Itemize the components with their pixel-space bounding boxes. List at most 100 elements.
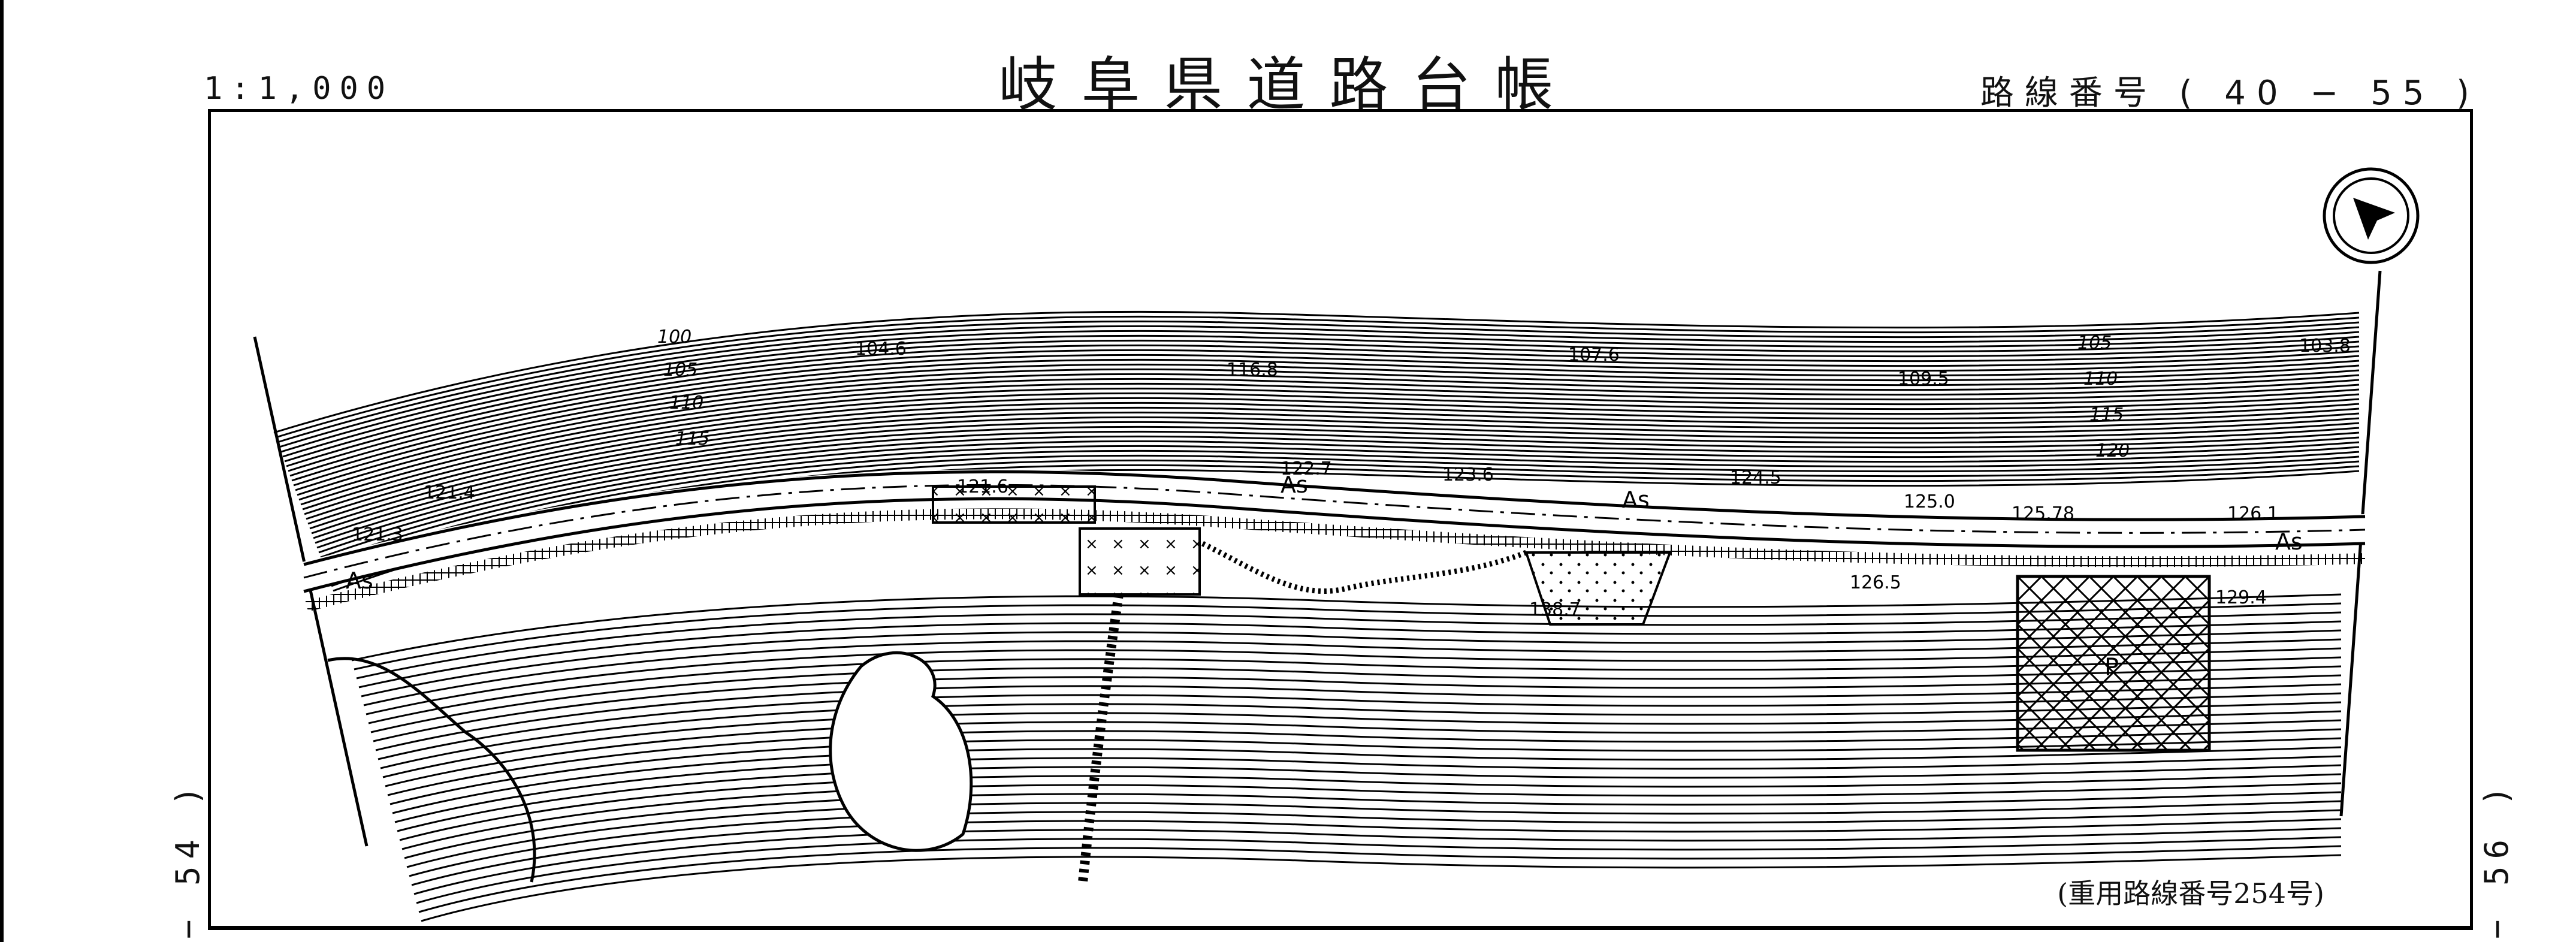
- contour-line: [411, 818, 2342, 886]
- contour-line: [354, 602, 2342, 671]
- contour-line: [382, 710, 2342, 778]
- elevation-label: 124.5: [1730, 467, 1781, 488]
- contour-line: [416, 836, 2342, 904]
- contour-label: 120: [2095, 440, 2130, 461]
- contour-line: [298, 378, 2360, 501]
- elevation-label: 121.3: [352, 524, 403, 545]
- dotted-area: [1524, 551, 1672, 626]
- contour-line: [361, 629, 2342, 698]
- parking-label: P: [2104, 654, 2119, 681]
- map-edge-left: [253, 336, 369, 847]
- elevation-label: 129.4: [2215, 587, 2267, 608]
- contour-line: [284, 339, 2360, 463]
- map-scale: 1:1,000: [204, 71, 394, 107]
- contour-line: [418, 845, 2342, 913]
- elevation-label: 103.8: [2299, 336, 2351, 357]
- parking-area: [2016, 575, 2211, 752]
- adjacent-sheet-right: − 56 ): [2478, 779, 2515, 940]
- elevation-label: 123.6: [1442, 464, 1494, 485]
- contour-line: [282, 334, 2360, 458]
- contour-line: [404, 791, 2342, 859]
- elevation-label: 107.6: [1568, 345, 1620, 366]
- contour-line: [307, 401, 2360, 525]
- stream: [1078, 593, 1124, 883]
- elevation-label: 104.6: [855, 339, 907, 360]
- building-crossed-small: [1079, 527, 1201, 596]
- contour-line: [322, 440, 2360, 563]
- contour-line: [302, 387, 2360, 511]
- surface-label: As: [346, 567, 373, 594]
- contour-line: [399, 773, 2342, 841]
- elevation-label: 116.8: [1227, 360, 1278, 381]
- contour-line: [297, 373, 2360, 496]
- elevation-label: 126.5: [1850, 572, 1901, 593]
- road: [300, 469, 2366, 612]
- contour-line: [316, 425, 2360, 549]
- contour-line: [351, 593, 2342, 662]
- elevation-label: 125.0: [1904, 491, 1955, 512]
- contour-line: [320, 435, 2360, 558]
- elevation-label: 122.7: [1281, 458, 1332, 479]
- left-page-edge: [0, 0, 4, 942]
- bottom-rule: [208, 926, 2473, 929]
- contour-line: [409, 809, 2342, 877]
- elevation-label: 138.7: [1529, 599, 1581, 620]
- contour-line: [300, 382, 2360, 506]
- surface-label: As: [1622, 487, 1650, 513]
- contour-label: 115: [675, 428, 709, 449]
- elevation-label: 109.5: [1898, 369, 1949, 390]
- contour-label: 110: [2083, 369, 2118, 390]
- contour-line: [356, 611, 2342, 680]
- contour-line: [318, 430, 2360, 554]
- contour-line: [366, 647, 2342, 715]
- contour-line: [279, 325, 2360, 448]
- contour-line: [380, 701, 2342, 769]
- road-map: × 104.6116.8107.6109.5103.8121.6122.7123…: [253, 167, 2420, 922]
- contour-line: [295, 368, 2360, 491]
- elevation-label: 121.4: [424, 482, 475, 503]
- elevation-labels: 104.6 116.8 107.6 109.5 103.8 121.6 122.7 123.6…: [352, 336, 2351, 620]
- contour-line: [315, 421, 2360, 544]
- contour-line: [370, 665, 2342, 733]
- contour-line: [304, 392, 2360, 515]
- contour-label: 100: [657, 327, 691, 348]
- adjacent-sheet-left: − 54 ): [169, 779, 207, 940]
- overlap-route-note: (重用路線番号254号): [2057, 877, 2324, 910]
- contour-line: [397, 764, 2342, 832]
- contour-label: 110: [669, 393, 703, 413]
- contour-line: [406, 800, 2342, 868]
- contour-line: [325, 449, 2360, 573]
- contour-line: [293, 363, 2360, 487]
- contour-line: [363, 638, 2342, 707]
- contour-line: [273, 310, 2360, 434]
- contour-line: [368, 656, 2342, 724]
- contour-line: [378, 692, 2342, 760]
- contour-label: 105: [2077, 333, 2112, 354]
- contour-line: [288, 349, 2360, 472]
- contour-line: [394, 755, 2342, 823]
- contour-line: [309, 406, 2360, 530]
- retaining-wall: [1201, 541, 1527, 594]
- rock-outcrop: [829, 651, 973, 852]
- elevation-label: 126.1: [2227, 503, 2279, 524]
- contour-line: [389, 737, 2342, 805]
- contour-line: [413, 827, 2342, 895]
- contour-line: [387, 728, 2342, 796]
- elevation-label: 121.6: [957, 476, 1008, 497]
- contour-line: [373, 674, 2342, 742]
- contour-line: [375, 683, 2342, 751]
- contour-line: [392, 746, 2342, 814]
- contour-line: [286, 344, 2360, 467]
- contour-label: 115: [2089, 404, 2124, 425]
- contour-line: [277, 320, 2360, 443]
- contour-line: [421, 854, 2342, 922]
- contour-line: [311, 411, 2360, 535]
- building-crossed: [932, 485, 1096, 524]
- contour-line: [280, 330, 2360, 453]
- contour-line: [275, 315, 2360, 439]
- contour-line: [385, 719, 2342, 787]
- page-title: 岐阜県道路台帳: [998, 51, 1578, 119]
- contour-line: [401, 782, 2342, 850]
